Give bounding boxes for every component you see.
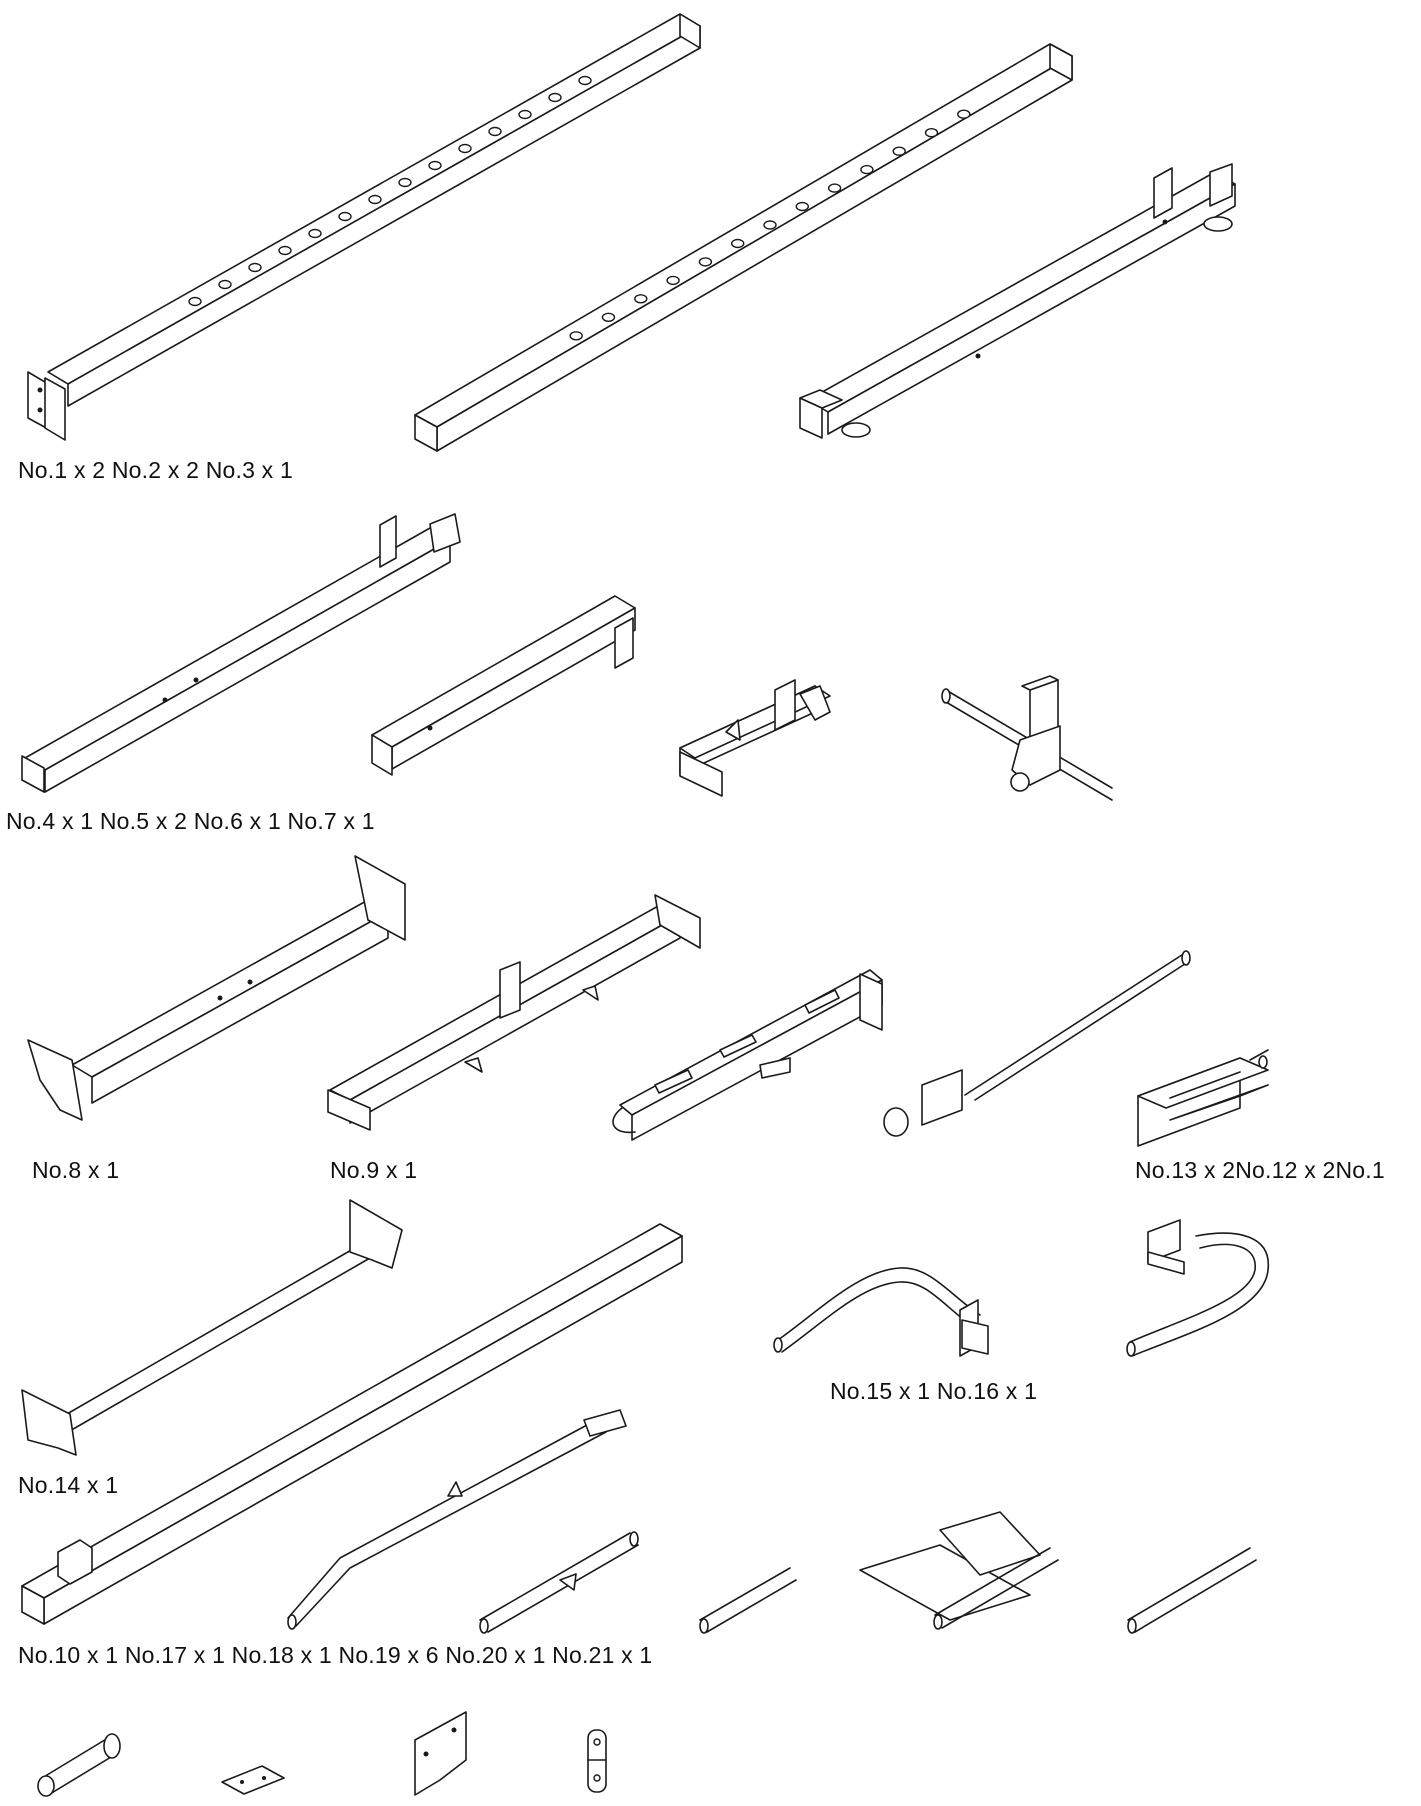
- caption-part-9: No.9 x 1: [330, 1157, 418, 1183]
- part-pin: [37, 1733, 121, 1797]
- caption-parts-15-16: No.15 x 1 No.16 x 1: [830, 1378, 1038, 1404]
- part-21-rod: [1127, 1547, 1257, 1634]
- bolt-hole: [957, 109, 971, 119]
- part-17-bent-handle: [287, 1409, 627, 1630]
- bolt-hole: [666, 275, 680, 286]
- bolt-hole: [924, 127, 939, 138]
- part-14-round-bar-plates: [21, 1199, 403, 1456]
- part-1-holes: [188, 75, 592, 307]
- bolt-hole: [218, 279, 232, 290]
- part-small-plate: [221, 1765, 285, 1795]
- part-15-curved-handle: [773, 1267, 989, 1357]
- part-4-bar: [21, 513, 461, 793]
- part-10-long-tube: [21, 1223, 683, 1625]
- part-hinge-bracket: [587, 1729, 607, 1793]
- part-20-footplate: [859, 1511, 1059, 1630]
- bolt-hole: [795, 201, 809, 212]
- caption-part-8: No.8 x 1: [32, 1157, 120, 1183]
- part-7-clamp-handle: [941, 675, 1113, 801]
- caption-row1: No.1 x 2 No.2 x 2 No.3 x 1: [18, 457, 293, 483]
- part-9-bar-with-lugs: [327, 894, 701, 1131]
- bolt-hole: [458, 143, 472, 154]
- part-5-short-bar: [371, 595, 636, 776]
- part-6-bracket: [679, 679, 831, 797]
- part-18-grip-bar: [479, 1531, 639, 1634]
- bolt-hole: [428, 160, 442, 171]
- bolt-hole: [892, 146, 906, 156]
- part-13-pin-rod: [883, 950, 1191, 1137]
- bolt-hole: [698, 257, 713, 267]
- part-19-short-rod: [699, 1567, 797, 1634]
- part-8-bar-with-plates: [27, 855, 406, 1121]
- bolt-hole: [338, 211, 352, 222]
- caption-part-14: No.14 x 1: [18, 1472, 119, 1498]
- bolt-hole: [569, 331, 583, 341]
- part-12-saddle: [1137, 1049, 1269, 1147]
- part-2-holes: [569, 109, 971, 341]
- bolt-hole: [601, 312, 616, 322]
- bolt-hole: [827, 183, 842, 193]
- caption-row2: No.4 x 1 No.5 x 2 No.6 x 1 No.7 x 1: [6, 808, 375, 834]
- part-2-square-tube: [414, 43, 1073, 452]
- caption-row5: No.10 x 1 No.17 x 1 No.18 x 1 No.19 x 6 …: [18, 1642, 653, 1668]
- bolt-hole: [368, 194, 382, 205]
- bolt-hole: [634, 294, 648, 304]
- bolt-hole: [398, 177, 412, 188]
- bolt-hole: [518, 109, 532, 120]
- part-1-perforated-bar: [27, 13, 701, 441]
- bolt-hole: [278, 245, 292, 256]
- bolt-hole: [578, 75, 592, 86]
- bolt-hole: [860, 164, 874, 175]
- part-corner-plate: [414, 1711, 467, 1796]
- part-11-slotted-bar: [612, 969, 883, 1141]
- bolt-hole: [308, 228, 322, 239]
- bolt-hole: [188, 296, 202, 307]
- bolt-hole: [548, 92, 562, 103]
- part-3-bar: [799, 163, 1236, 439]
- bolt-hole: [731, 238, 745, 249]
- bolt-hole: [763, 220, 777, 230]
- bolt-hole: [248, 262, 262, 273]
- part-16-curved-handle: [1126, 1219, 1269, 1357]
- bolt-hole: [488, 126, 502, 137]
- caption-parts-13-12: No.13 x 2No.12 x 2No.1: [1135, 1157, 1385, 1183]
